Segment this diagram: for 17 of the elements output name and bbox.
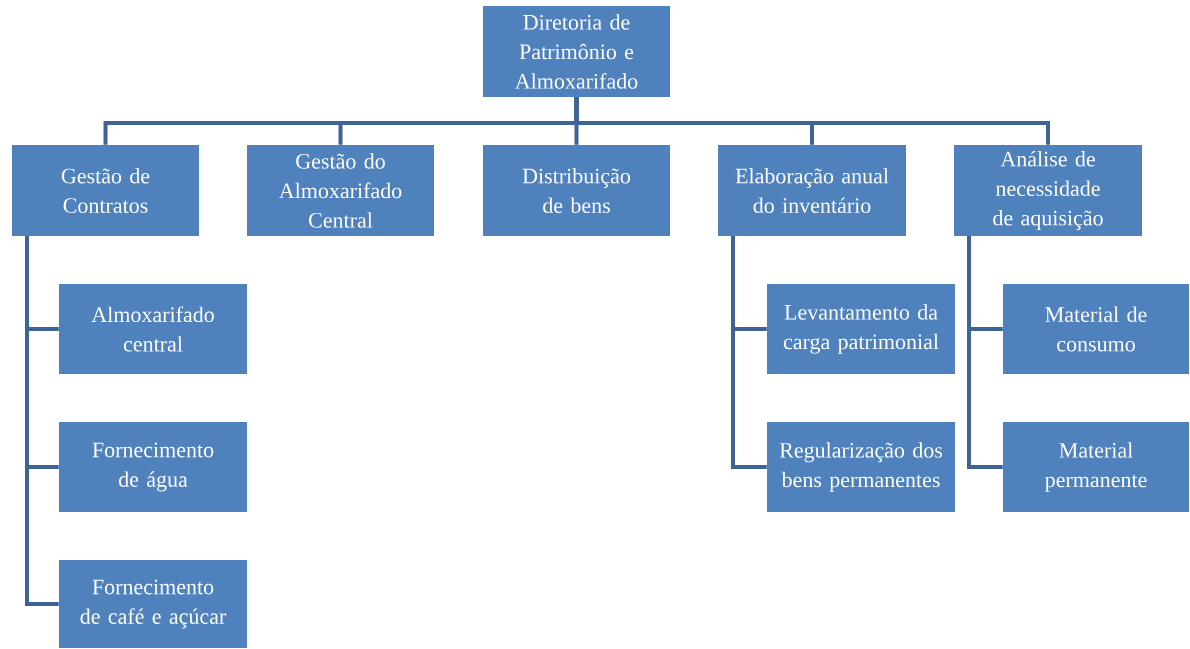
connector-line xyxy=(25,236,59,606)
org-box: Análise de necessidade de aquisição xyxy=(954,145,1142,236)
org-box: Fornecimento de água xyxy=(59,422,247,512)
connector-line xyxy=(731,236,767,469)
org-box: Fornecimento de café e açúcar xyxy=(59,560,247,648)
connector-line xyxy=(574,97,1050,145)
org-box: Material de consumo xyxy=(1003,284,1189,374)
connector-line xyxy=(967,236,1003,469)
org-box: Distribuição de bens xyxy=(483,145,670,236)
org-box: Regularização dos bens permanentes xyxy=(767,422,955,512)
org-box: Gestão do Almoxarifado Central xyxy=(247,145,434,236)
org-box: Levantamento da carga patrimonial xyxy=(767,284,955,374)
org-box: Elaboração anual do inventário xyxy=(718,145,906,236)
org-box: Material permanente xyxy=(1003,422,1189,512)
org-box: Diretoria de Patrimônio e Almoxarifado xyxy=(483,6,670,97)
org-box: Almoxarifado central xyxy=(59,284,247,374)
org-box: Gestão de Contratos xyxy=(12,145,199,236)
